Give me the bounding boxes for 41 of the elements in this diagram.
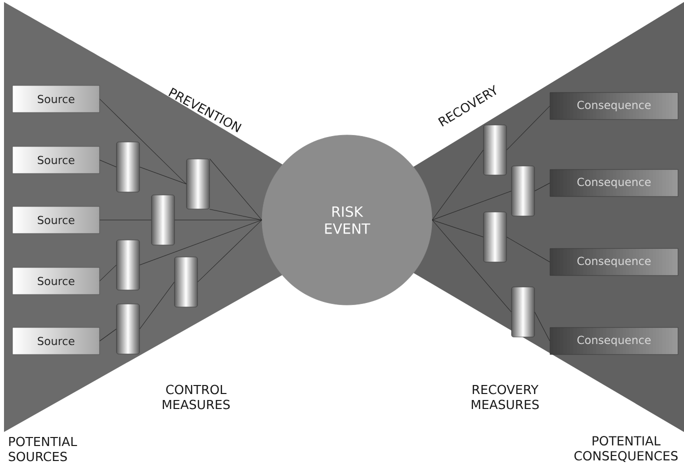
- connector-line: [99, 328, 117, 342]
- consequence-box: Consequence: [550, 327, 678, 355]
- connector-line: [99, 98, 187, 184]
- connector-line: [506, 106, 550, 150]
- connector-line: [534, 312, 550, 342]
- corner-label: POTENTIAL SOURCES: [8, 436, 78, 462]
- connector-line: [534, 182, 550, 192]
- caption-label: RECOVERY MEASURES: [472, 384, 539, 410]
- barrier-block: [483, 212, 507, 262]
- barrier-block: [174, 256, 198, 308]
- connector-line: [139, 282, 175, 330]
- connector-line: [432, 150, 484, 220]
- barrier-block: [116, 240, 140, 290]
- consequence-box: Consequence: [550, 248, 678, 276]
- barrier-block: [511, 286, 535, 338]
- consequence-box: Consequence: [550, 169, 678, 197]
- corner-label: POTENTIAL CONSEQUENCES: [574, 436, 678, 462]
- connector-line: [506, 236, 550, 262]
- barrier-block: [116, 142, 140, 192]
- connector-line: [209, 158, 262, 220]
- source-box: Source: [12, 327, 100, 355]
- source-box: Source: [12, 85, 100, 113]
- source-box: Source: [12, 146, 100, 174]
- connector-line: [99, 264, 117, 282]
- connector-line: [139, 166, 187, 184]
- connector-line: [432, 190, 512, 220]
- barrier-block: [511, 166, 535, 216]
- barrier-block: [116, 304, 140, 354]
- barrier-block: [186, 158, 210, 210]
- connector-line: [209, 208, 262, 220]
- connector-line: [139, 220, 262, 266]
- source-box: Source: [12, 206, 100, 234]
- connector-line: [432, 220, 484, 238]
- connector-line: [197, 220, 262, 282]
- caption-label: CONTROL MEASURES: [162, 384, 230, 410]
- barrier-block: [483, 124, 507, 176]
- source-box: Source: [12, 267, 100, 295]
- connector-line: [99, 160, 117, 168]
- connector-line: [432, 220, 512, 312]
- consequence-box: Consequence: [550, 92, 678, 120]
- barrier-block: [151, 194, 175, 246]
